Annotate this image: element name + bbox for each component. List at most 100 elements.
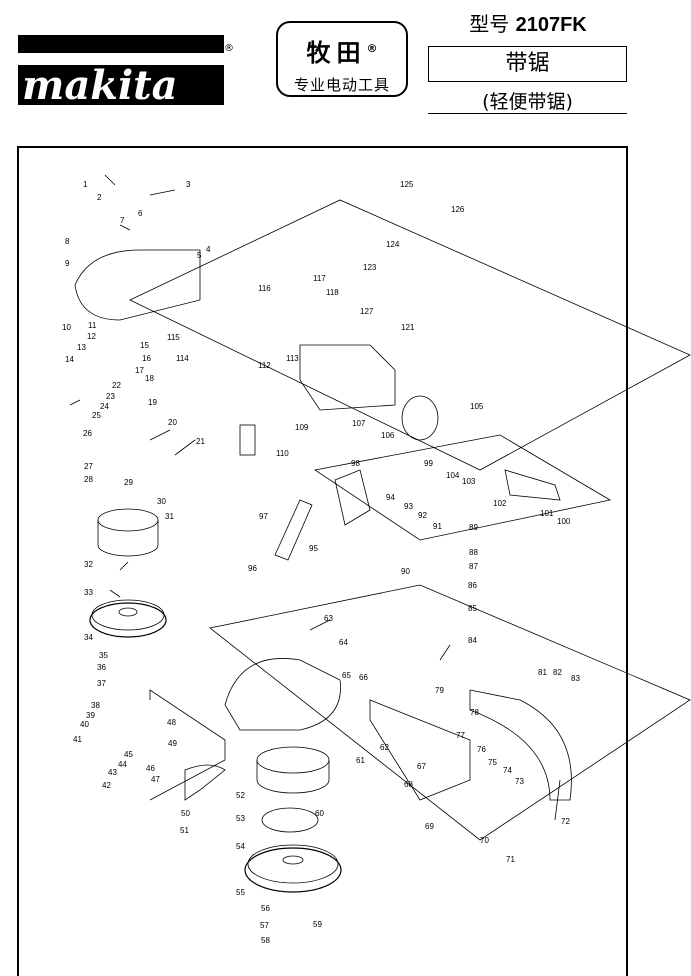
gear-housing bbox=[334, 469, 371, 526]
part-number-76: 76 bbox=[477, 745, 486, 754]
part-number-39: 39 bbox=[86, 711, 95, 720]
blade-band bbox=[97, 520, 159, 557]
part-number-57: 57 bbox=[260, 921, 269, 930]
part-number-9: 9 bbox=[65, 259, 70, 268]
part-number-45: 45 bbox=[124, 750, 133, 759]
part-number-12: 12 bbox=[87, 332, 96, 341]
part-number-26: 26 bbox=[83, 429, 92, 438]
part-number-81: 81 bbox=[538, 668, 547, 677]
part-number-102: 102 bbox=[493, 499, 507, 508]
part-number-31: 31 bbox=[165, 512, 174, 521]
part-number-56: 56 bbox=[261, 904, 270, 913]
handle-group-frame bbox=[149, 689, 226, 801]
part-number-46: 46 bbox=[146, 764, 155, 773]
part-number-22: 22 bbox=[112, 381, 121, 390]
part-number-98: 98 bbox=[351, 459, 360, 468]
part-number-19: 19 bbox=[148, 398, 157, 407]
part-number-61: 61 bbox=[356, 756, 365, 765]
part-number-38: 38 bbox=[91, 701, 100, 710]
part-number-64: 64 bbox=[339, 638, 348, 647]
part-number-63: 63 bbox=[324, 614, 333, 623]
shoe-bracket bbox=[184, 764, 226, 801]
part-number-11: 11 bbox=[88, 321, 97, 330]
part-number-50: 50 bbox=[181, 809, 190, 818]
part-number-10: 10 bbox=[62, 323, 71, 332]
part-number-99: 99 bbox=[424, 459, 433, 468]
logo-block bbox=[18, 65, 224, 105]
part-number-44: 44 bbox=[118, 760, 127, 769]
part-number-88: 88 bbox=[469, 548, 478, 557]
part-number-75: 75 bbox=[488, 758, 497, 767]
part-number-54: 54 bbox=[236, 842, 245, 851]
part-number-114: 114 bbox=[176, 354, 189, 363]
part-number-118: 118 bbox=[326, 288, 339, 297]
guide-arm bbox=[274, 499, 313, 561]
lower-wheel-hub bbox=[282, 855, 304, 865]
base-group-frame bbox=[209, 584, 691, 841]
part-number-60: 60 bbox=[315, 809, 324, 818]
part-number-83: 83 bbox=[571, 674, 580, 683]
motor-housing bbox=[299, 344, 396, 411]
part-number-109: 109 bbox=[295, 423, 309, 432]
part-number-48: 48 bbox=[167, 718, 176, 727]
part-number-78: 78 bbox=[470, 708, 479, 717]
part-number-116: 116 bbox=[258, 284, 271, 293]
armature bbox=[504, 469, 561, 501]
blade-top bbox=[97, 508, 159, 532]
part-number-35: 35 bbox=[99, 651, 108, 660]
lower-tire bbox=[256, 746, 330, 774]
part-number-59: 59 bbox=[313, 920, 322, 929]
part-number-14: 14 bbox=[65, 355, 74, 364]
part-number-24: 24 bbox=[100, 402, 109, 411]
part-number-16: 16 bbox=[142, 354, 151, 363]
part-number-85: 85 bbox=[468, 604, 477, 613]
part-number-69: 69 bbox=[425, 822, 434, 831]
part-number-112: 112 bbox=[258, 361, 271, 370]
part-number-41: 41 bbox=[73, 735, 82, 744]
brand-badge: 牧田® 专业电动工具 bbox=[276, 21, 408, 97]
part-number-52: 52 bbox=[236, 791, 245, 800]
lower-tire-band bbox=[256, 760, 330, 794]
part-number-93: 93 bbox=[404, 502, 413, 511]
part-number-13: 13 bbox=[77, 343, 86, 352]
gear-group-frame bbox=[313, 434, 612, 541]
part-number-94: 94 bbox=[386, 493, 395, 502]
part-number-91: 91 bbox=[433, 522, 442, 531]
part-number-21: 21 bbox=[196, 437, 205, 446]
part-number-25: 25 bbox=[92, 411, 101, 420]
model-number: 2107FK bbox=[515, 14, 587, 36]
part-number-5: 5 bbox=[197, 251, 202, 260]
part-number-96: 96 bbox=[248, 564, 257, 573]
lower-wheel-rim bbox=[247, 844, 339, 884]
part-number-49: 49 bbox=[168, 739, 177, 748]
part-number-28: 28 bbox=[84, 475, 93, 484]
part-number-95: 95 bbox=[309, 544, 318, 553]
part-number-20: 20 bbox=[168, 418, 177, 427]
part-number-92: 92 bbox=[418, 511, 427, 520]
part-number-106: 106 bbox=[381, 431, 395, 440]
part-number-79: 79 bbox=[435, 686, 444, 695]
part-number-70: 70 bbox=[480, 836, 489, 845]
model-line: 型号 2107FK bbox=[428, 8, 628, 37]
gear-disc bbox=[261, 807, 319, 833]
part-number-23: 23 bbox=[106, 392, 115, 401]
stator bbox=[401, 395, 439, 441]
upper-wheel bbox=[89, 602, 167, 638]
product-name: 带锯 bbox=[428, 46, 627, 82]
part-number-110: 110 bbox=[276, 449, 289, 458]
part-number-37: 37 bbox=[97, 679, 106, 688]
part-number-74: 74 bbox=[503, 766, 512, 775]
part-number-123: 123 bbox=[363, 263, 377, 272]
part-number-17: 17 bbox=[135, 366, 144, 375]
part-number-33: 33 bbox=[84, 588, 93, 597]
part-number-84: 84 bbox=[468, 636, 477, 645]
part-number-3: 3 bbox=[186, 180, 191, 189]
brand-subtitle: 专业电动工具 bbox=[293, 76, 390, 94]
part-number-73: 73 bbox=[515, 777, 524, 786]
part-number-72: 72 bbox=[561, 817, 570, 826]
part-number-8: 8 bbox=[65, 237, 70, 246]
part-number-86: 86 bbox=[468, 581, 477, 590]
part-number-68: 68 bbox=[404, 780, 413, 789]
svg-text:makita: makita bbox=[22, 62, 178, 105]
